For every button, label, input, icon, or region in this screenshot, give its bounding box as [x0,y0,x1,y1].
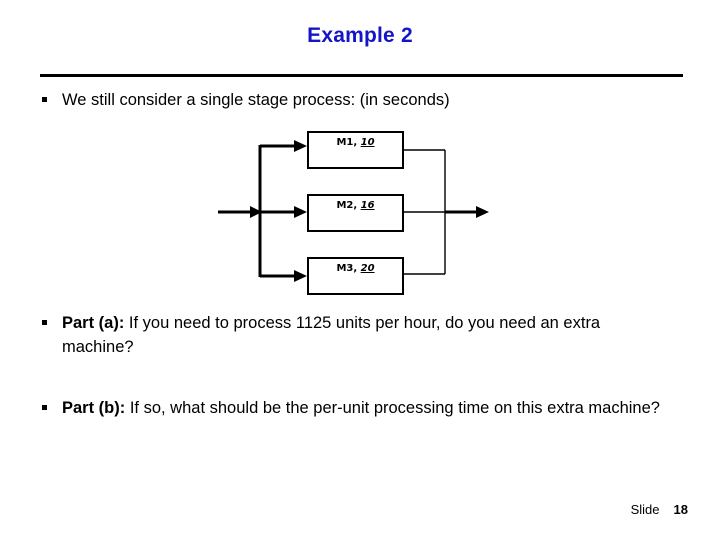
branch-arrowhead-m2-icon [294,206,307,218]
machine-m1-name: M1 [336,137,354,148]
machine-box-m1-label: M1, 10 [309,137,402,148]
bullet-part-b-text: Part (b): If so, what should be the per-… [62,396,660,420]
machine-m2-time: 16 [360,200,375,211]
output-arrowhead-icon [476,206,489,218]
bullet-intro-body: We still consider a single stage process… [62,91,450,109]
square-bullet-icon [42,311,62,335]
machine-m2-name: M2 [336,200,354,211]
machine-box-m3: M3, 20 [307,257,404,295]
square-bullet-icon [42,88,62,112]
machine-m2-separator: , [353,200,361,211]
slide-footer-label: Slide [630,502,660,517]
title-divider [40,74,683,77]
bullet-part-b-body: If so, what should be the per-unit proce… [125,399,660,417]
machine-m1-separator: , [353,137,361,148]
machine-box-m3-label: M3, 20 [309,263,402,274]
bullet-part-a: Part (a): If you need to process 1125 un… [42,311,672,359]
bullet-intro-text: We still consider a single stage process… [62,88,450,112]
bullet-part-b-lead: Part (b): [62,399,126,417]
square-bullet-icon [42,396,62,420]
slide-number: 18 [673,502,688,517]
machine-m1-time: 10 [360,137,375,148]
slide-footer: Slide 18 [631,502,688,517]
bullet-part-b: Part (b): If so, what should be the per-… [42,396,672,420]
machine-m3-name: M3 [336,263,354,274]
machine-box-m2-label: M2, 16 [309,200,402,211]
machine-m3-separator: , [353,263,361,274]
bullet-part-a-text: Part (a): If you need to process 1125 un… [62,311,672,359]
machine-m3-time: 20 [360,263,375,274]
branch-arrowhead-m3-icon [294,270,307,282]
bullet-part-a-lead: Part (a): [62,314,125,332]
bullet-part-a-body: If you need to process 1125 units per ho… [62,314,601,356]
input-arrowhead-icon [250,206,262,218]
bullet-intro: We still consider a single stage process… [42,88,682,112]
machine-box-m2: M2, 16 [307,194,404,232]
branch-arrowhead-m1-icon [294,140,307,152]
page-title: Example 2 [307,24,413,47]
machine-box-m1: M1, 10 [307,131,404,169]
